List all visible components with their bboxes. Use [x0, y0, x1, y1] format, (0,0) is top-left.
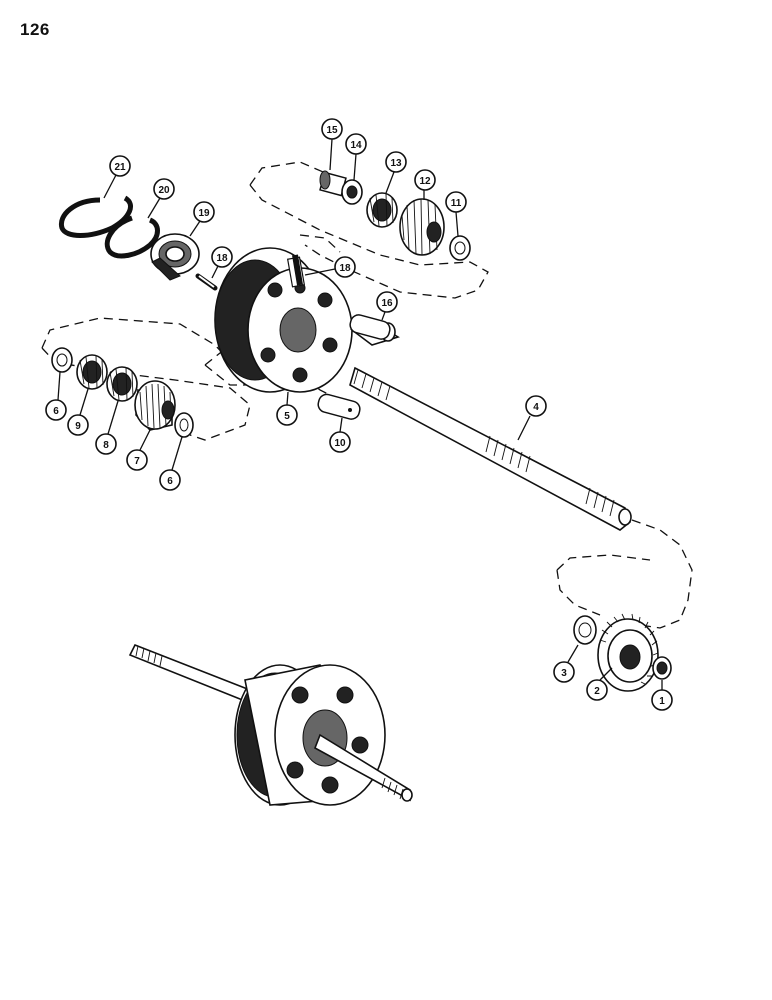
callout-19: 19: [189, 201, 215, 237]
callout-4: 4: [517, 395, 547, 441]
callout-label-11: 11: [451, 198, 462, 209]
callout-label-3: 3: [561, 668, 567, 679]
washer-14: [341, 179, 363, 205]
callout-label-12: 12: [419, 176, 431, 187]
callout-label-18b: 18: [339, 263, 351, 274]
main-shaft-4: [349, 366, 632, 531]
roller-bearing-8: [106, 366, 138, 402]
callout-21: 21: [103, 155, 131, 199]
callout-18a: 18: [211, 246, 233, 279]
callout-12: 12: [414, 169, 436, 200]
callout-8: 8: [95, 400, 119, 455]
pin-18-small: [195, 273, 218, 291]
callout-label-14: 14: [350, 140, 362, 151]
callout-3: 3: [553, 644, 579, 683]
callout-label-8: 8: [103, 440, 109, 451]
callout-label-4: 4: [533, 402, 539, 413]
callout-15: 15: [321, 118, 343, 171]
roller-bearing-13: [366, 192, 398, 228]
callout-label-13: 13: [390, 158, 402, 169]
pin-shaft-10: [317, 393, 361, 420]
sun-gear-2: [597, 613, 659, 692]
snap-ring-1: [652, 656, 672, 680]
snap-ring-20: [104, 215, 160, 259]
callout-2: 2: [586, 667, 613, 701]
callout-label-16: 16: [381, 298, 393, 309]
callout-label-7: 7: [134, 456, 140, 467]
callout-16: 16: [376, 291, 398, 321]
thrust-washer-6-right: [174, 412, 194, 438]
assembled-view: [128, 643, 413, 806]
pin-shaft-16: [349, 314, 400, 346]
group-outline-output: [556, 519, 693, 629]
callout-11: 11: [445, 191, 467, 237]
callout-10: 10: [329, 417, 351, 453]
callout-label-1: 1: [659, 696, 665, 707]
callout-20: 20: [147, 178, 175, 219]
bearing-19: [150, 233, 200, 281]
callout-13: 13: [385, 151, 407, 194]
thrust-washer-6-left: [51, 347, 73, 373]
callout-6a: 6: [45, 371, 67, 421]
snap-ring-21: [58, 195, 133, 238]
callout-label-9: 9: [75, 421, 81, 432]
callout-18b: 18: [304, 256, 356, 278]
roller-bearing-9: [76, 354, 108, 390]
callout-label-20: 20: [158, 185, 170, 196]
callout-label-5: 5: [284, 411, 290, 422]
callout-label-18a: 18: [216, 253, 228, 264]
callout-5: 5: [276, 391, 298, 426]
pin-18-carrier: [292, 254, 303, 286]
callout-6b: 6: [159, 436, 183, 491]
thrust-washer-11: [449, 235, 471, 261]
callout-14: 14: [345, 133, 367, 181]
planet-gear-7: [134, 380, 176, 431]
thrust-washer-3: [573, 615, 597, 645]
callout-label-6a: 6: [53, 406, 59, 417]
callout-1: 1: [651, 680, 673, 711]
callout-label-21: 21: [114, 162, 126, 173]
callout-label-10: 10: [334, 438, 346, 449]
callout-7: 7: [126, 429, 151, 471]
callout-label-6b: 6: [167, 476, 173, 487]
callout-9: 9: [67, 388, 89, 436]
callout-label-19: 19: [198, 208, 210, 219]
page-number: 126: [20, 20, 50, 39]
callout-label-2: 2: [594, 686, 600, 697]
callout-label-15: 15: [326, 125, 338, 136]
planet-gear-12: [399, 198, 445, 256]
